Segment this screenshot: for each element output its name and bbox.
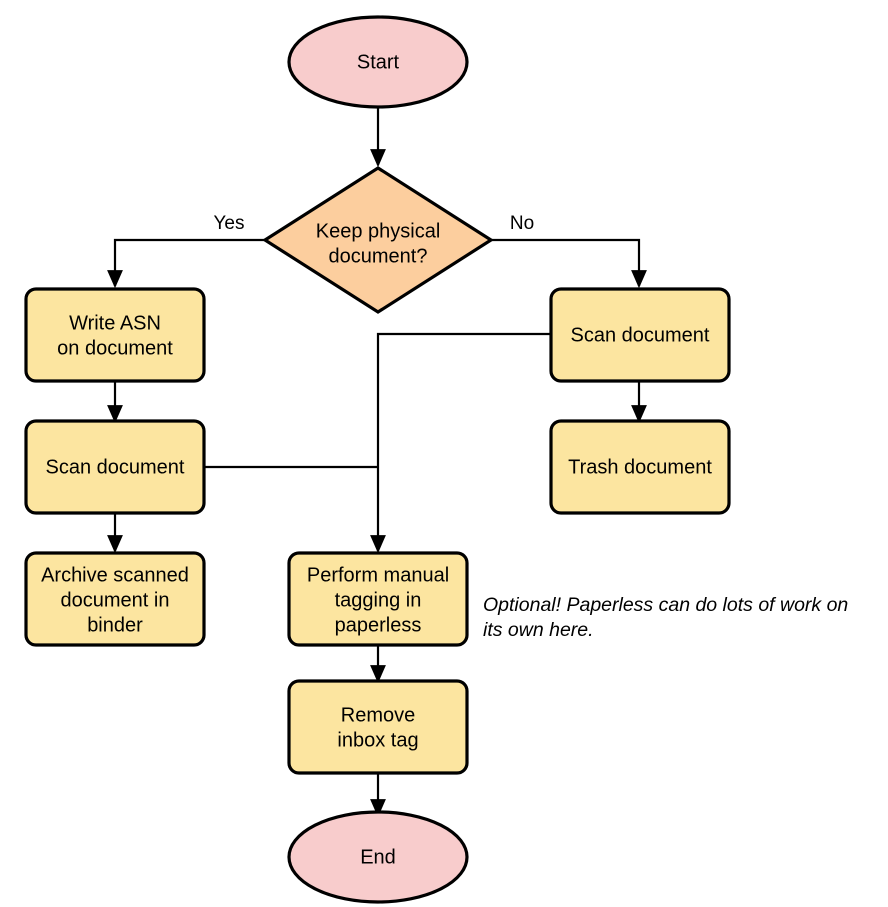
node-decision-keep-physical-document[interactable]: Keep physical document? [262, 166, 494, 314]
start-ellipse [287, 15, 469, 109]
start-label: Start [357, 51, 400, 73]
node-write-asn[interactable]: Write ASN on document [24, 287, 206, 383]
node-archive-scanned-document[interactable]: Archive scanned document in binder [24, 551, 206, 647]
optional-note-line1: Optional! Paperless can do lots of work … [483, 594, 848, 616]
node-end[interactable]: End [287, 810, 469, 904]
node-remove-inbox-tag[interactable]: Remove inbox tag [287, 679, 469, 775]
edge-layer [107, 103, 647, 818]
write-asn-label-line2: on document [57, 337, 173, 359]
remove-inbox-label-line1: Remove [341, 704, 415, 726]
scan-document-left-box [24, 419, 206, 515]
node-start[interactable]: Start [287, 15, 469, 109]
write-asn-label-line1: Write ASN [69, 312, 161, 334]
end-label: End [360, 846, 396, 868]
decision-diamond [262, 166, 494, 314]
remove-inbox-tag-box [287, 679, 469, 775]
edge-decision-no-to-scan-right [490, 238, 647, 289]
edge-scan-right-to-tagging [370, 332, 551, 554]
optional-note-line2: its own here. [483, 619, 594, 641]
archive-label-line2: document in [61, 589, 170, 611]
archive-box [24, 551, 206, 647]
decision-label-line1: Keep physical [316, 220, 441, 242]
scan-document-right-box [549, 287, 731, 383]
archive-label-line1: Archive scanned [41, 564, 189, 586]
write-asn-box [24, 287, 206, 383]
node-trash-document[interactable]: Trash document [549, 419, 731, 515]
tagging-box [287, 551, 469, 647]
node-scan-document-right[interactable]: Scan document [549, 287, 731, 383]
archive-label-line3: binder [87, 614, 143, 636]
edge-decision-yes-to-write-asn [107, 238, 266, 289]
trash-document-label: Trash document [568, 456, 712, 478]
node-perform-manual-tagging[interactable]: Perform manual tagging in paperless [287, 551, 469, 647]
remove-inbox-label-line2: inbox tag [337, 729, 418, 751]
edge-label-yes: Yes [214, 213, 245, 234]
edge-label-no: No [510, 213, 534, 234]
tagging-label-line3: paperless [335, 614, 422, 636]
annotation-optional-note: Optional! Paperless can do lots of work … [483, 594, 848, 641]
trash-document-box [549, 419, 731, 515]
tagging-label-line2: tagging in [335, 589, 422, 611]
node-scan-document-left[interactable]: Scan document [24, 419, 206, 515]
end-ellipse [287, 810, 469, 904]
decision-label-line2: document? [329, 245, 428, 267]
tagging-label-line1: Perform manual [307, 564, 449, 586]
scan-document-right-label: Scan document [571, 324, 710, 346]
scan-document-left-label: Scan document [46, 456, 185, 478]
